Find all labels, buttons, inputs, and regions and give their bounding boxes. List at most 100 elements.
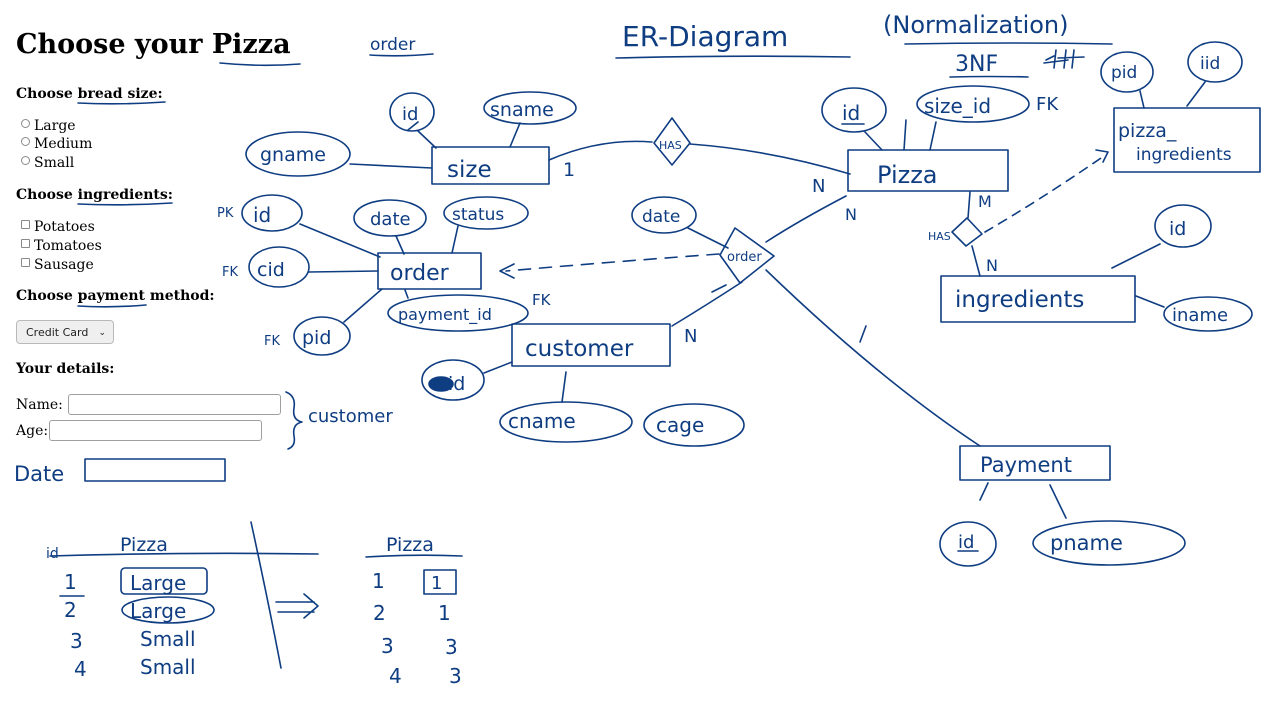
attr-cname-label: cname — [508, 409, 576, 433]
details-heading: Your details: — [16, 361, 115, 377]
attr-pi-iid — [1187, 41, 1243, 83]
entity-size — [431, 146, 550, 185]
checkbox-icon[interactable] — [21, 239, 30, 248]
entity-size-label: size — [447, 157, 492, 183]
title-underline — [615, 55, 851, 59]
rel-has-size-label: HAS — [659, 139, 682, 152]
table-cell: 3 — [449, 664, 462, 688]
age-input[interactable] — [49, 420, 262, 441]
attr-ing-id-label: id — [1169, 218, 1186, 240]
er-diagram-title: ER-Diagram — [622, 20, 788, 53]
attr-sname-label: sname — [490, 99, 554, 121]
attr-pi-iid-label: iid — [1200, 54, 1220, 74]
attr-links — [349, 122, 521, 169]
attr-size-fk-label: size_id — [924, 94, 991, 118]
date-box — [84, 458, 226, 482]
table-rule — [49, 552, 319, 557]
ingredient-option-sausage[interactable]: Sausage — [21, 256, 94, 274]
table-cell: 4 — [389, 664, 402, 688]
attr-order-status — [443, 196, 529, 230]
payment-heading: Choose payment method: — [16, 288, 215, 304]
entity-pizza-ingredients-label: ingredients — [1136, 145, 1232, 165]
normalization-note: (Normalization) — [883, 11, 1069, 39]
radio-icon[interactable] — [21, 119, 30, 128]
attr-size-id-label: id — [402, 104, 418, 125]
customer-note: customer — [308, 406, 393, 427]
heading-underline — [77, 304, 147, 308]
entity-pizza-label: Pizza — [877, 161, 938, 189]
attr-rel-date — [631, 196, 697, 234]
rel-line — [765, 195, 847, 243]
entity-order-label: order — [390, 261, 450, 286]
attr-order-id — [241, 194, 303, 232]
entity-pizza-ingredients-label: pizza_ — [1118, 120, 1177, 142]
rel-line — [548, 140, 653, 161]
attr-size-id — [389, 92, 435, 132]
attr-links — [687, 227, 729, 249]
attr-order-payment-id-label: payment_id — [398, 305, 492, 325]
dashed-link — [984, 155, 1105, 233]
rel-line — [971, 245, 981, 277]
attr-links — [483, 361, 567, 403]
order-note-underline — [369, 53, 434, 57]
rel-mark — [711, 284, 727, 293]
fk-label: FK — [264, 334, 280, 349]
checkbox-icon[interactable] — [21, 220, 30, 229]
page-title: Choose your Pizza — [16, 29, 291, 60]
table-cell: 4 — [74, 657, 87, 681]
attr-order-status-label: status — [452, 205, 504, 225]
ingredient-option-potatoes[interactable]: Potatoes — [21, 218, 95, 236]
table-cell: 1 — [431, 573, 442, 594]
attr-pizza-id-label: id — [842, 101, 860, 125]
title-underline — [219, 62, 301, 67]
size-option-small[interactable]: Small — [21, 154, 74, 172]
attr-size-fk — [916, 85, 1030, 123]
checkbox-icon[interactable] — [21, 258, 30, 267]
table-cell: 2 — [64, 598, 77, 622]
attr-links — [841, 119, 937, 151]
card-n: N — [986, 256, 998, 275]
size-option-medium[interactable]: Medium — [21, 135, 92, 153]
attr-cage-label: cage — [656, 413, 704, 437]
table-cell: 1 — [438, 601, 451, 625]
highlight-box — [423, 569, 457, 595]
fk-label: FK — [532, 291, 552, 309]
size-option-large[interactable]: Large — [21, 117, 76, 135]
radio-icon[interactable] — [21, 137, 30, 146]
attr-order-id-label: id — [253, 203, 271, 227]
radio-icon[interactable] — [21, 156, 30, 165]
attr-iname-label: iname — [1172, 305, 1228, 326]
card-one: 1 — [563, 159, 575, 181]
attr-customer-id — [421, 359, 485, 401]
table-header-id: id — [46, 546, 59, 562]
order-note: order — [370, 35, 415, 55]
attr-order-date — [353, 199, 427, 237]
entity-pizza — [847, 149, 1009, 192]
name-input[interactable] — [68, 394, 281, 415]
entity-payment — [959, 445, 1111, 481]
attr-cage — [643, 403, 745, 447]
bread-size-heading: Choose bread size: — [16, 86, 163, 102]
attr-links — [299, 223, 459, 323]
ingredients-heading: Choose ingredients: — [16, 187, 173, 203]
attr-pname — [1032, 520, 1186, 566]
table-cell: Small — [140, 627, 196, 651]
payment-method-select[interactable]: Credit Card ⌄ — [16, 320, 114, 344]
arrow-icon — [275, 593, 319, 619]
attr-iname — [1163, 296, 1253, 332]
pk-label: PK — [217, 206, 234, 221]
normal-form-underline — [949, 75, 1029, 78]
ingredient-option-tomatoes[interactable]: Tomatoes — [21, 237, 102, 255]
attr-customer-id-label: id — [448, 373, 465, 395]
attr-order-pid-label: pid — [302, 327, 331, 349]
attr-rel-date-label: date — [642, 207, 680, 227]
table-cell: Large — [130, 571, 186, 595]
chevron-down-icon: ⌄ — [98, 328, 106, 338]
attr-order-cid-label: cid — [257, 259, 285, 281]
plus-marks — [1043, 49, 1085, 69]
attr-links — [1139, 81, 1206, 109]
heading-underline — [77, 101, 166, 105]
attr-links — [1111, 243, 1165, 308]
attr-pi-pid — [1100, 51, 1154, 93]
